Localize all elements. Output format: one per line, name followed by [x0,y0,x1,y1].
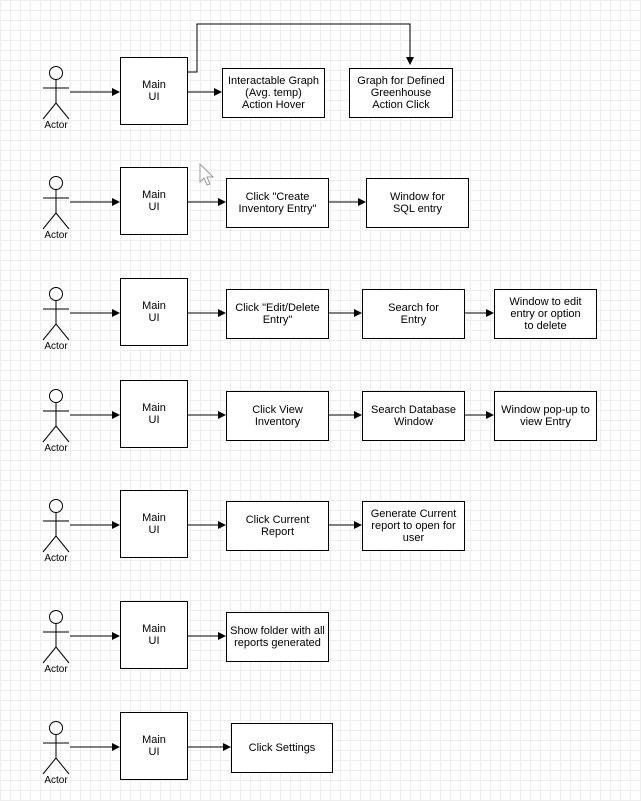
step-box: Click View Inventory [226,391,329,441]
step-box: Search for Entry [362,289,465,339]
actor-icon [42,610,70,664]
step-box: Click Settings [231,723,333,773]
step-box: Show folder with all reports generated [226,612,329,662]
actor-label: Actor [44,775,68,786]
step-box: Search Database Window [362,391,465,441]
actor-label: Actor [44,664,68,675]
elbow-connector-arrow [188,23,414,73]
step-box: Generate Current report to open for user [362,501,465,551]
actor-icon [42,66,70,120]
step-box: Click Current Report [226,501,329,551]
main-ui-box: Main UI [120,712,188,780]
main-ui-box: Main UI [120,278,188,346]
step-box: Click "Edit/Delete Entry" [226,289,329,339]
step-box: Window for SQL entry [366,178,469,228]
actor-label: Actor [44,553,68,564]
actor-icon [42,287,70,341]
main-ui-box: Main UI [120,490,188,558]
actor-label: Actor [44,120,68,131]
step-box: Interactable Graph (Avg. temp) Action Ho… [222,68,325,118]
actor-label: Actor [44,230,68,241]
actor-icon [42,499,70,553]
actor-icon [42,389,70,443]
step-box: Click "Create Inventory Entry" [226,178,329,228]
mouse-pointer-icon [199,163,215,186]
actor-label: Actor [44,443,68,454]
actor-label: Actor [44,341,68,352]
main-ui-box: Main UI [120,57,188,125]
step-box: Window to edit entry or option to delete [494,289,597,339]
step-box: Window pop-up to view Entry [494,391,597,441]
actor-icon [42,176,70,230]
actor-icon [42,721,70,775]
main-ui-box: Main UI [120,601,188,669]
main-ui-box: Main UI [120,167,188,235]
step-box: Graph for Defined Greenhouse Action Clic… [349,68,453,118]
main-ui-box: Main UI [120,380,188,448]
